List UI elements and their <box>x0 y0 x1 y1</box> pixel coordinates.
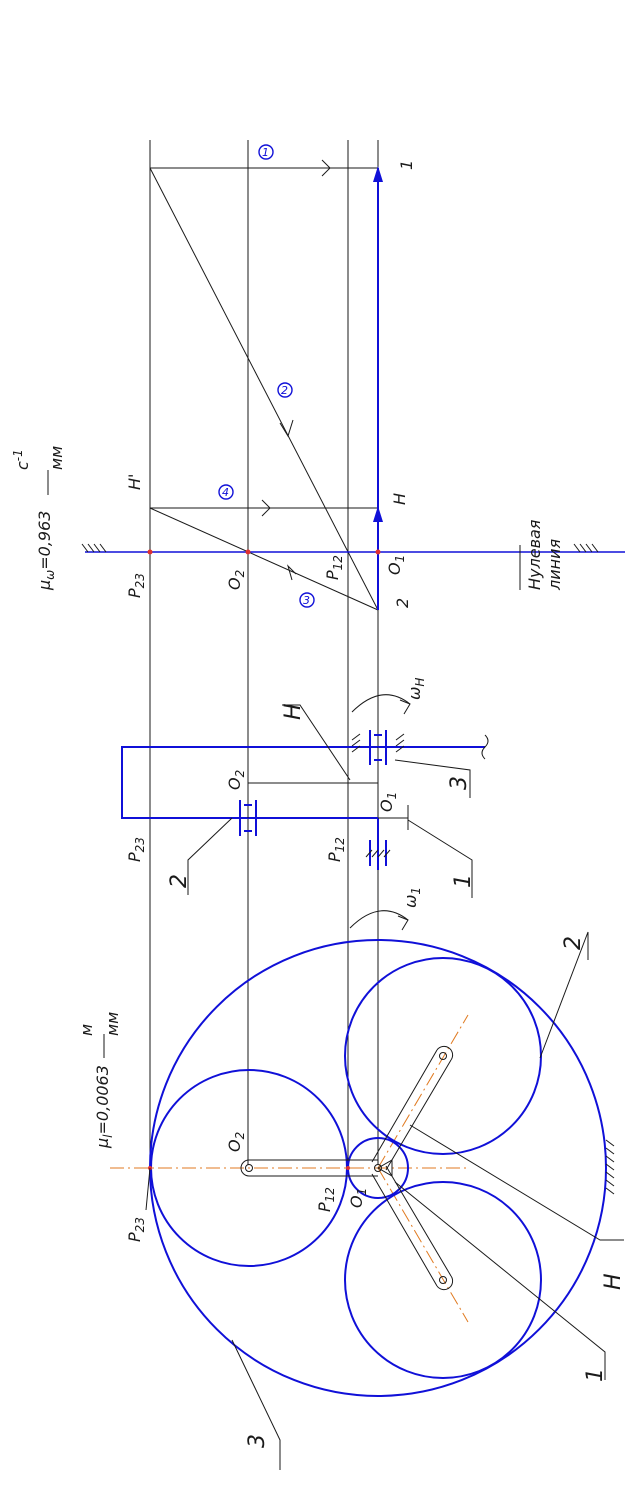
velocity-o1-label: O1 <box>385 555 407 575</box>
pole-point-p23 <box>147 549 153 555</box>
scale-mu-l-unit-den: мм <box>103 1012 122 1036</box>
scheme-p12-label: P12 <box>325 837 347 862</box>
pole-point-o1 <box>375 549 381 555</box>
leader-planet-2 <box>539 931 589 1059</box>
scheme-link-h-label: H <box>281 703 306 720</box>
leader-sun-1 <box>394 1181 606 1380</box>
planet-gear-2-right <box>344 957 542 1155</box>
omega-1-arrow <box>349 910 409 929</box>
shaft-break <box>481 734 489 760</box>
scale-mu-omega-unit: с-1 <box>11 449 32 470</box>
scale-mu-omega-unit-den: мм <box>47 446 66 470</box>
planetary-view: 2 H 1 3 O2 O1 P12 P23 μl=0,0063 м мм <box>77 931 626 1470</box>
carrier-axis-upper <box>377 1014 469 1169</box>
velocity-line-2 <box>149 167 379 611</box>
velocity-point-1-label: 1 <box>397 160 416 170</box>
scheme-link-3-label: 3 <box>447 776 472 790</box>
vector-arrowhead <box>373 166 383 182</box>
omega-1-label: ω1 <box>401 887 423 908</box>
view-p12-label: P12 <box>315 1187 337 1212</box>
leader-link-2 <box>187 817 233 895</box>
omega-h-arrow <box>351 694 411 713</box>
scheme-link-1-label: 1 <box>451 874 476 888</box>
pole-point-p12 <box>346 1166 350 1170</box>
svg-text:4: 4 <box>222 486 229 499</box>
pivot-planet-right <box>439 1052 447 1060</box>
omega-h-label: ωH <box>405 678 427 700</box>
leader-carrier-h <box>409 1124 624 1241</box>
svg-text:3: 3 <box>303 594 310 607</box>
velocity-point-h-label: H <box>390 493 409 505</box>
svg-text:м: м <box>77 1024 96 1036</box>
velocity-line-3 <box>149 507 379 611</box>
svg-text:2: 2 <box>281 384 288 397</box>
arrow-marker <box>321 159 331 177</box>
view-p23-label: P23 <box>125 1217 147 1242</box>
bearing-o2 <box>239 800 257 836</box>
ring-gear-3-frame <box>121 746 378 819</box>
circled-marker-4: 4 <box>218 484 234 500</box>
leader-link-1 <box>407 819 473 898</box>
svg-text:мм: мм <box>47 446 66 470</box>
leader-p23 <box>145 1167 151 1211</box>
circled-marker-3: 3 <box>299 592 315 608</box>
scale-mu-l: μl=0,0063 <box>93 1065 115 1149</box>
view-o1-label: O1 <box>347 1188 369 1208</box>
velocity-p12-label: P12 <box>323 555 345 580</box>
pivot-o2 <box>245 1164 253 1172</box>
velocity-point-2-label: 2 <box>393 598 412 608</box>
svg-text:μl=0,0063: μl=0,0063 <box>93 1065 115 1149</box>
circled-marker-2: 2 <box>277 382 293 398</box>
arrow-marker <box>279 419 294 438</box>
vector-arrowhead <box>373 506 383 522</box>
scheme-link-2-label: 2 <box>167 874 192 888</box>
carrier-axis-lower <box>377 1167 469 1323</box>
view-o2-label: O2 <box>225 1132 247 1152</box>
scheme-p23-label: P23 <box>125 837 147 862</box>
velocity-o2-label: O2 <box>225 570 247 590</box>
velocity-plot: 1 H H' 2 P23 O2 P12 O1 Нулевая линия 1 2… <box>11 140 625 1165</box>
zero-line-label-line1: Нулевая <box>525 519 544 590</box>
arrow-marker <box>397 915 409 931</box>
planet-gear-2-left <box>344 1181 542 1379</box>
view-link-3-label: 3 <box>245 1434 270 1448</box>
velocity-p23-label: P23 <box>125 573 147 598</box>
view-link-h-label: H <box>601 1273 626 1290</box>
leader-link-3 <box>394 759 471 798</box>
ground-hatch <box>605 1139 615 1195</box>
zero-line-label-line2: линия <box>545 539 564 591</box>
arrow-marker <box>261 499 271 517</box>
scale-mu-omega: μω=0,963 <box>35 511 57 591</box>
ground-hatch <box>81 543 599 553</box>
circled-marker-1: 1 <box>258 144 274 160</box>
svg-text:мм: мм <box>103 1012 122 1036</box>
frame-support <box>376 1159 393 1177</box>
pivot-planet-left <box>439 1276 447 1284</box>
pole-point-o2 <box>245 549 251 555</box>
view-link-1-label: 1 <box>583 1368 608 1382</box>
view-link-2-label: 2 <box>561 936 586 950</box>
svg-text:1: 1 <box>262 146 269 159</box>
svg-text:μω=0,963: μω=0,963 <box>35 511 57 591</box>
ground-hatch <box>351 733 405 858</box>
kinematic-scheme: H 2 1 3 O2 O1 P12 P23 ωH ω1 <box>121 678 489 931</box>
scheme-o2-label: O2 <box>225 770 247 790</box>
arrow-marker <box>399 699 411 715</box>
pivot-o1 <box>374 1164 382 1172</box>
scheme-o1-label: O1 <box>377 792 399 812</box>
svg-text:с-1: с-1 <box>11 449 32 470</box>
carrier-arms-h <box>240 1045 454 1291</box>
scale-mu-l-unit-num: м <box>77 1024 96 1036</box>
velocity-point-h-prime-label: H' <box>125 474 144 490</box>
leader-ring-3 <box>231 1339 281 1470</box>
bearing-h <box>369 730 387 765</box>
arrow-marker <box>286 564 297 581</box>
leader-link-h <box>282 704 351 781</box>
